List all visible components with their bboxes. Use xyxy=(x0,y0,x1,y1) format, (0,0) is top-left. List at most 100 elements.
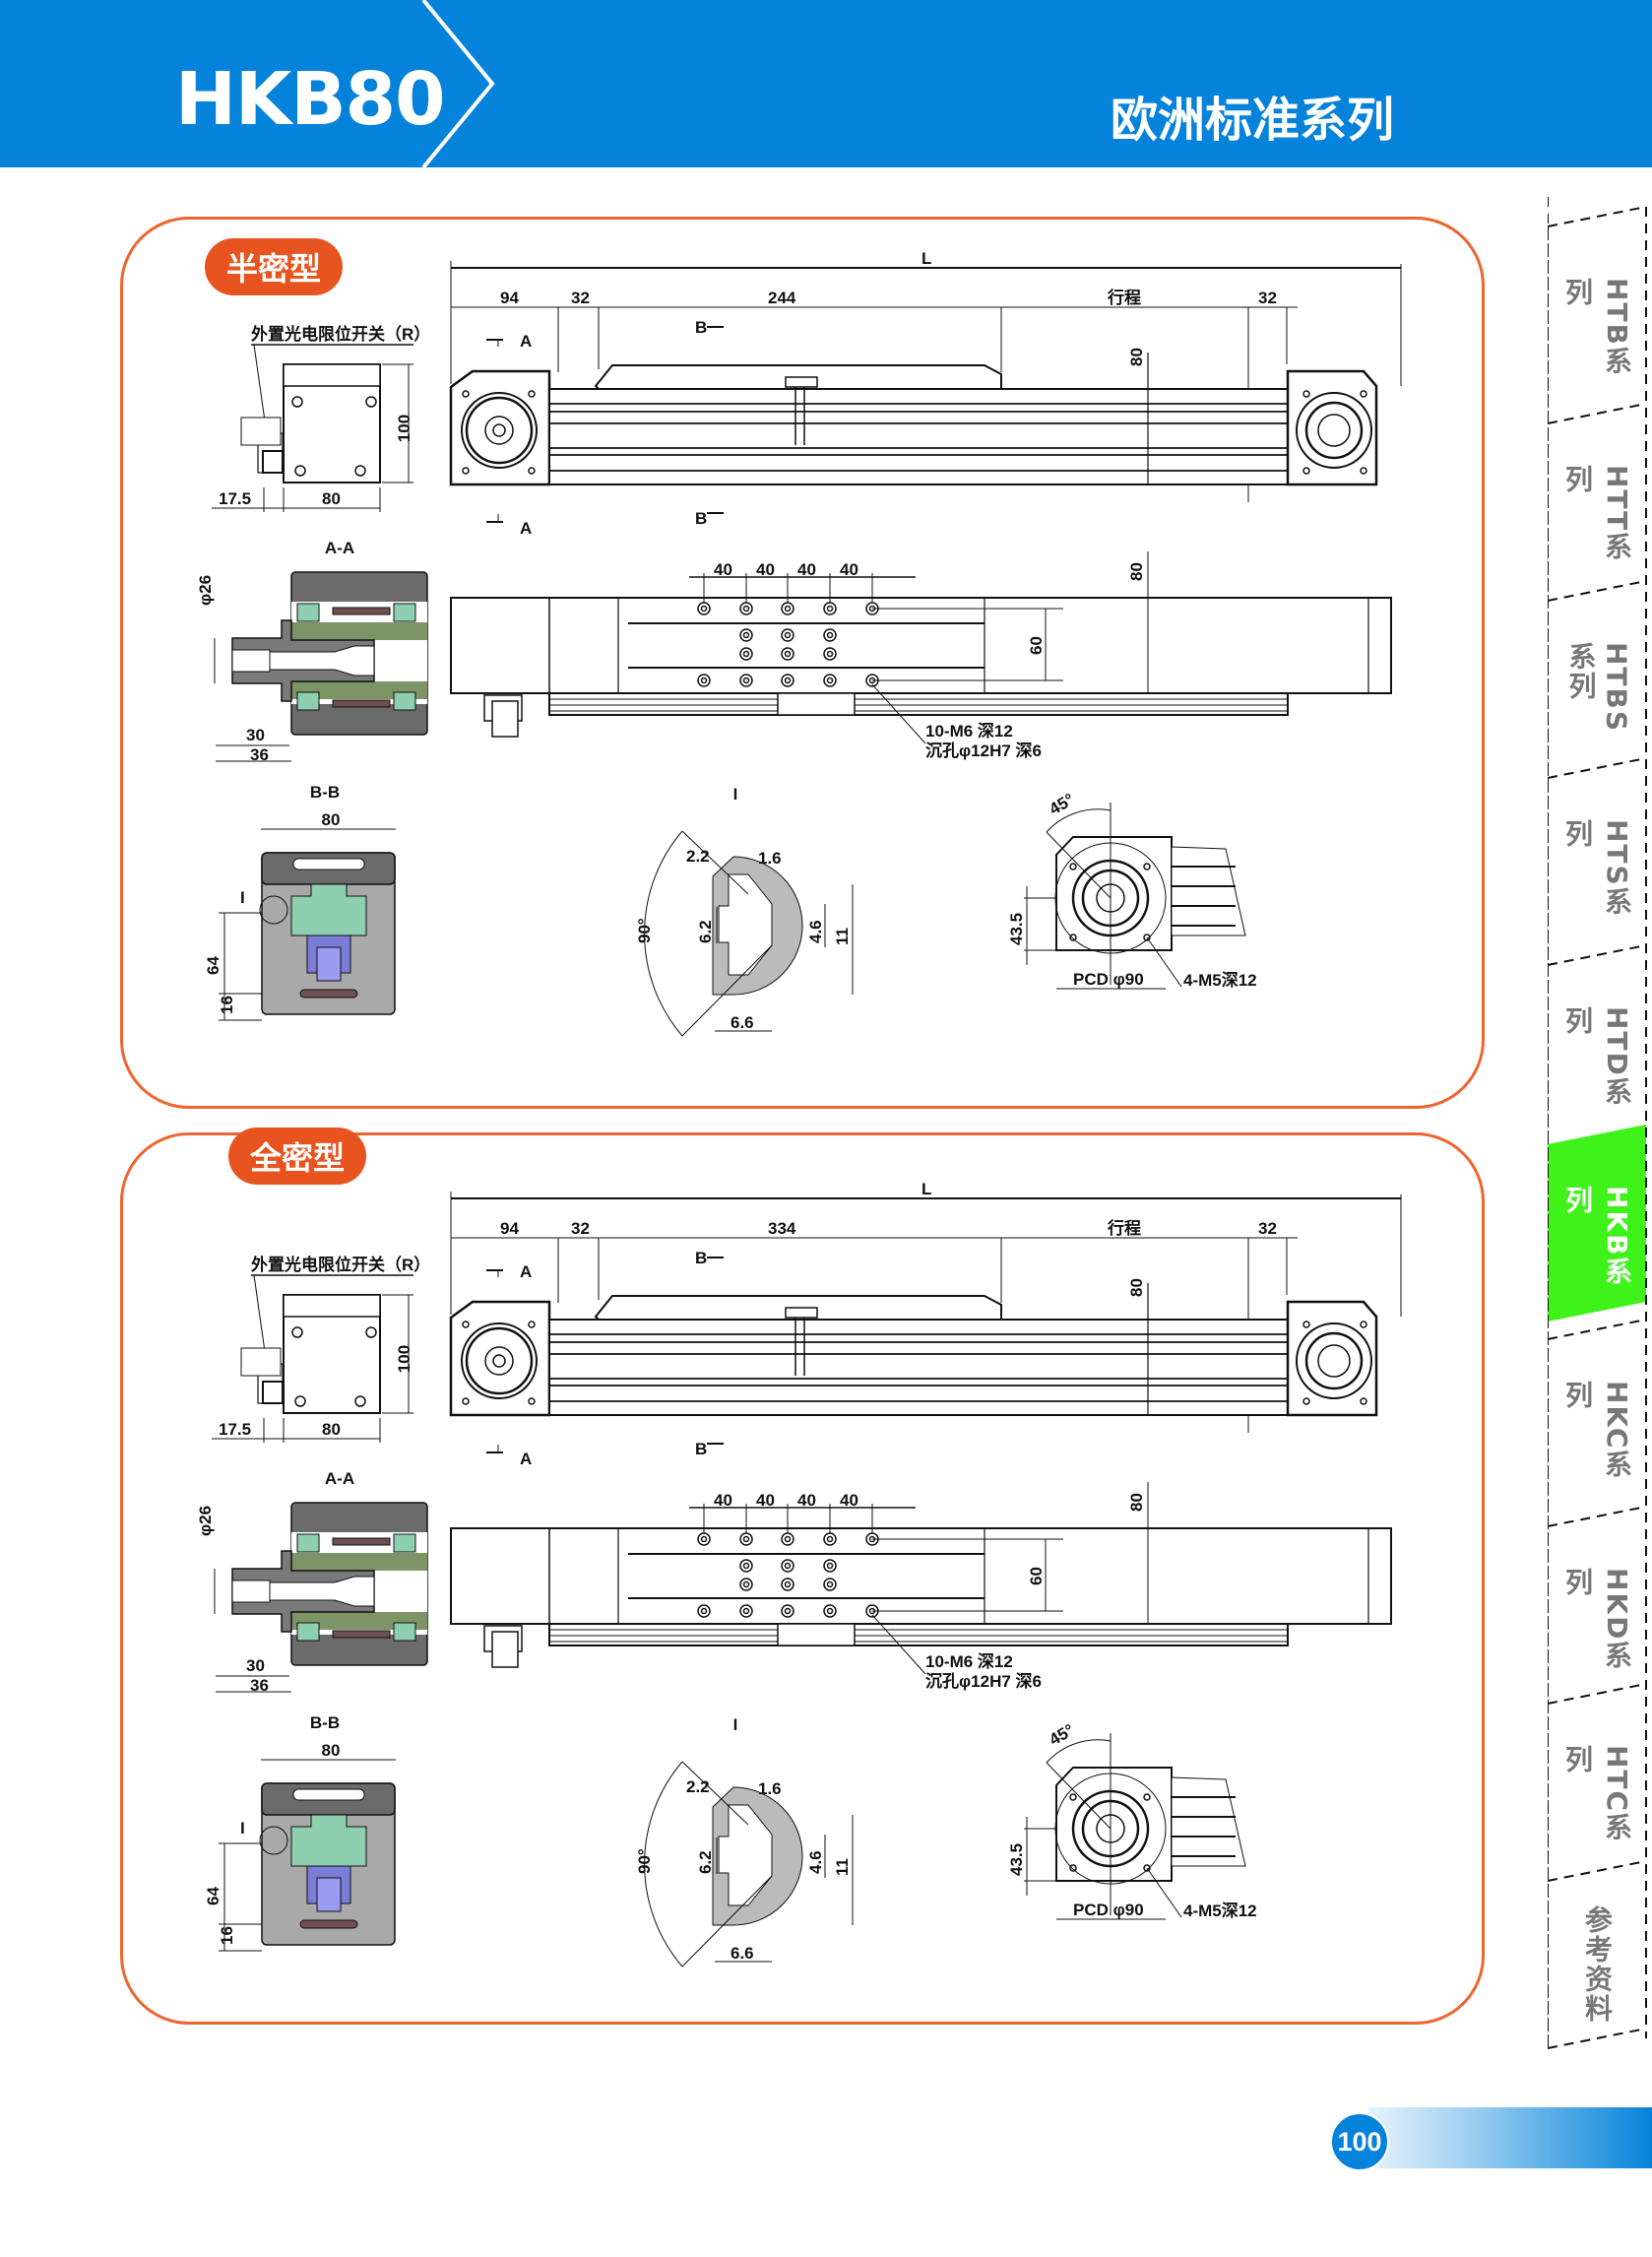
hole-pitch-dim: 40 xyxy=(797,1491,816,1510)
side-view: 外置光电限位开关（R） 100 17.5 80 xyxy=(212,324,430,512)
switch-label: 外置光电限位开关（R） xyxy=(251,324,430,344)
detail-dim-11: 11 xyxy=(833,928,852,945)
motor-length-dim: 94 xyxy=(500,289,519,307)
sidebar-tab-label: HTS系列 xyxy=(1561,819,1633,917)
sidebar-tab-1[interactable]: HTT系列 xyxy=(1548,404,1646,581)
carriage-length-dim: 244 xyxy=(768,289,796,307)
bb-height-64-dim: 64 xyxy=(204,956,222,975)
active-tab-background xyxy=(1548,1125,1646,1322)
model-title: HKB80 xyxy=(175,57,446,142)
end-height-dim: 43.5 xyxy=(1007,1843,1026,1876)
section-marker-b-lower: B xyxy=(695,509,707,528)
section-aa-title: A-A xyxy=(325,1469,354,1488)
aa-dim-36: 36 xyxy=(250,1676,269,1695)
gap-left-dim: 32 xyxy=(571,289,590,307)
rail-spacing-dim: 60 xyxy=(1027,1567,1046,1585)
bb-height-16-dim: 16 xyxy=(218,996,236,1014)
hole-pitch-dim: 40 xyxy=(714,1491,732,1510)
end-height-dim: 43.5 xyxy=(1007,913,1026,945)
sidebar-tab-5[interactable]: HKB系列 xyxy=(1548,1125,1646,1302)
detail-dim-2-2: 2.2 xyxy=(686,1777,710,1796)
footer-gradient-bar xyxy=(1368,2107,1652,2168)
section-marker-b-lower: B xyxy=(695,1440,707,1458)
stroke-dim: 行程 xyxy=(1107,1218,1141,1238)
hole-pitch-dim: 40 xyxy=(756,560,775,579)
sidebar-tab-0[interactable]: HTB系列 xyxy=(1548,217,1646,394)
sidebar-tab-8[interactable]: HTC系列 xyxy=(1548,1684,1646,1861)
section-marker-b: B xyxy=(695,1249,707,1267)
detail-dim-1-6: 1.6 xyxy=(758,849,782,868)
sidebar-tab-7[interactable]: HKD系列 xyxy=(1548,1507,1646,1684)
series-title: 欧洲标准系列 xyxy=(1111,93,1395,148)
plan-height-dim: 80 xyxy=(1127,562,1146,581)
side-width-dim: 80 xyxy=(322,1420,341,1439)
counterbore-spec: 沉孔φ12H7 深6 xyxy=(925,741,1042,760)
hole-pitch-dim: 40 xyxy=(714,560,732,579)
side-offset-dim: 17.5 xyxy=(219,1420,251,1439)
aa-dim-36: 36 xyxy=(250,745,269,764)
plan-height-dim: 80 xyxy=(1127,1493,1146,1512)
overall-length-dim: L xyxy=(921,249,931,268)
sidebar-frame xyxy=(1548,197,1647,2049)
bb-width-dim: 80 xyxy=(322,1741,341,1760)
section-bb-title: B-B xyxy=(310,1713,340,1732)
gap-left-dim: 32 xyxy=(571,1219,590,1238)
detail-dim-6-6: 6.6 xyxy=(731,1944,754,1963)
sidebar-tab-3[interactable]: HTS系列 xyxy=(1548,758,1646,935)
detail-dim-2-2: 2.2 xyxy=(686,847,710,866)
section-marker-a: A xyxy=(520,1262,532,1281)
sidebar-tab-label: HKC系列 xyxy=(1561,1381,1633,1480)
motor-length-dim: 94 xyxy=(500,1219,519,1238)
detail-dim-1-6: 1.6 xyxy=(758,1779,782,1798)
elevation-height-dim: 80 xyxy=(1127,348,1146,366)
counterbore-spec: 沉孔φ12H7 深6 xyxy=(925,1671,1042,1691)
hole-pitch-dim: 40 xyxy=(797,560,816,579)
rail-spacing-dim: 60 xyxy=(1027,636,1046,655)
detail-dim-6-2: 6.2 xyxy=(696,920,715,943)
sidebar-tab-label: HTB系列 xyxy=(1561,278,1633,376)
mount-holes-spec: 10-M6 深12 xyxy=(925,721,1013,741)
pcd-dim: PCD φ90 xyxy=(1073,1901,1144,1919)
sidebar-tab-label: HKB系列 xyxy=(1561,1186,1633,1287)
end-mount-holes-spec: 4-M5深12 xyxy=(1183,970,1257,990)
gap-right-dim: 32 xyxy=(1258,1219,1277,1238)
side-width-dim: 80 xyxy=(322,489,341,508)
sidebar-tab-9[interactable]: 参考资料 xyxy=(1548,1861,1646,2038)
detail-dim-6-2: 6.2 xyxy=(696,1850,715,1874)
side-height-dim: 100 xyxy=(395,1345,413,1373)
detail-angle-dim: 90° xyxy=(635,1848,654,1874)
aa-diameter-dim: φ26 xyxy=(196,575,215,606)
detail-dim-4-6: 4.6 xyxy=(806,1850,825,1874)
detail-dim-11: 11 xyxy=(833,1858,852,1876)
detail-dim-6-6: 6.6 xyxy=(731,1013,754,1032)
header-chevron xyxy=(421,0,495,167)
pcd-dim: PCD φ90 xyxy=(1073,970,1144,989)
detail-i-callout: I xyxy=(240,888,245,907)
sidebar-tab-2[interactable]: HTBS系列 xyxy=(1548,581,1646,758)
side-height-dim: 100 xyxy=(395,415,413,442)
bb-height-64-dim: 64 xyxy=(204,1887,222,1905)
section-marker-b: B xyxy=(695,318,707,337)
detail-i-callout: I xyxy=(240,1819,245,1838)
panel-type-badge: 全密型 xyxy=(228,1128,367,1185)
sidebar-tab-label: 参考资料 xyxy=(1581,1905,1614,2024)
aa-dim-30: 30 xyxy=(246,726,265,744)
sidebar-tab-4[interactable]: HTD系列 xyxy=(1548,945,1646,1123)
hole-pitch-dim: 40 xyxy=(840,1491,858,1510)
detail-dim-4-6: 4.6 xyxy=(806,920,825,943)
mount-holes-spec: 10-M6 深12 xyxy=(925,1651,1013,1671)
sidebar-tab-6[interactable]: HKC系列 xyxy=(1548,1320,1646,1497)
section-bb-title: B-B xyxy=(310,783,340,802)
side-offset-dim: 17.5 xyxy=(219,489,251,508)
